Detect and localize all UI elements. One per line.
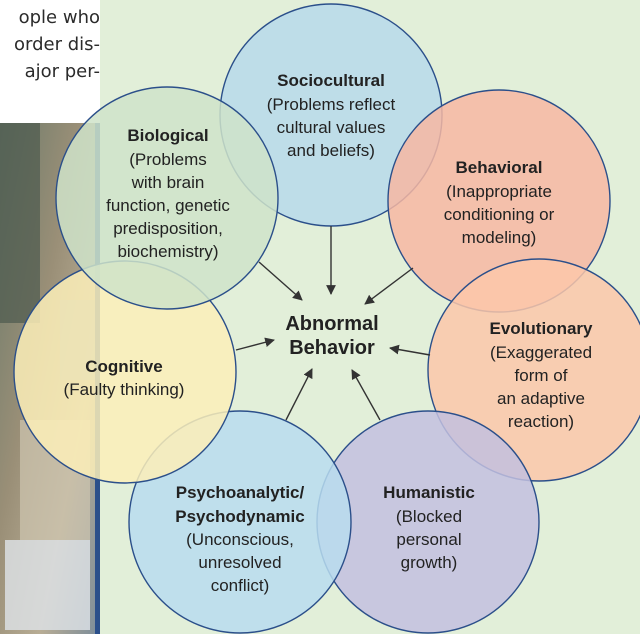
arrow-humanistic	[351, 369, 381, 421]
sociocultural-desc-2: cultural values	[277, 118, 386, 137]
biological-desc-3: function, genetic	[106, 196, 230, 215]
arrow-psychoanalytic	[285, 368, 313, 421]
intro-line-2: order dis-	[13, 34, 100, 55]
sociocultural-title: Sociocultural	[277, 71, 385, 90]
psychoanalytic-desc-2: unresolved	[198, 553, 281, 572]
sociocultural-label: Sociocultural (Problems reflect cultural…	[267, 71, 396, 160]
center-label-line-2: Behavior	[289, 337, 375, 359]
behavioral-label: Behavioral (Inappropriate conditioning o…	[444, 158, 555, 247]
psychoanalytic-desc-3: conflict)	[211, 576, 270, 595]
arrow-biological	[258, 261, 303, 301]
humanistic-title: Humanistic	[383, 483, 475, 502]
evolutionary-desc-4: reaction)	[508, 412, 574, 431]
humanistic-desc-2: personal	[396, 530, 461, 549]
biological-desc-2: with brain	[131, 173, 205, 192]
behavioral-desc-3: modeling)	[462, 228, 537, 247]
evolutionary-desc-2: form of	[515, 366, 568, 385]
psychoanalytic-desc-1: (Unconscious,	[186, 530, 294, 549]
behavioral-desc-1: (Inappropriate	[446, 182, 552, 201]
psychoanalytic-title-1: Psychoanalytic/	[176, 483, 305, 502]
psychoanalytic-title-2: Psychodynamic	[175, 507, 304, 526]
behavioral-desc-2: conditioning or	[444, 205, 555, 224]
biological-circle	[55, 86, 279, 310]
arrow-evolutionary	[389, 344, 431, 356]
biological-desc-1: (Problems	[129, 150, 206, 169]
biological-desc-4: predisposition,	[113, 219, 223, 238]
cognitive-label: Cognitive (Faulty thinking)	[64, 357, 185, 399]
humanistic-desc-1: (Blocked	[396, 507, 462, 526]
evolutionary-desc-3: an adaptive	[497, 389, 585, 408]
biological-desc-5: biochemistry)	[117, 242, 218, 261]
evolutionary-title: Evolutionary	[490, 319, 594, 338]
humanistic-label: Humanistic (Blocked personal growth)	[383, 483, 475, 572]
arrow-cognitive	[235, 337, 275, 351]
sociocultural-desc-1: (Problems reflect	[267, 95, 396, 114]
biological-title: Biological	[127, 126, 208, 145]
cognitive-desc-1: (Faulty thinking)	[64, 380, 185, 399]
arrow-behavioral	[364, 267, 414, 305]
intro-line-3: ajor per-	[24, 61, 100, 82]
biological-label: Biological (Problems with brain function…	[106, 126, 230, 261]
sociocultural-desc-3: and beliefs)	[287, 141, 375, 160]
psychoanalytic-label: Psychoanalytic/ Psychodynamic (Unconscio…	[175, 483, 304, 595]
humanistic-desc-3: growth)	[401, 553, 458, 572]
evolutionary-label: Evolutionary (Exaggerated form of an ada…	[490, 319, 594, 431]
behavioral-title: Behavioral	[456, 158, 543, 177]
intro-text: ople who order dis- ajor per-	[0, 0, 108, 118]
center-label-line-1: Abnormal	[285, 313, 378, 335]
evolutionary-desc-1: (Exaggerated	[490, 343, 592, 362]
intro-line-1: ople who	[18, 7, 100, 28]
cognitive-title: Cognitive	[85, 357, 162, 376]
